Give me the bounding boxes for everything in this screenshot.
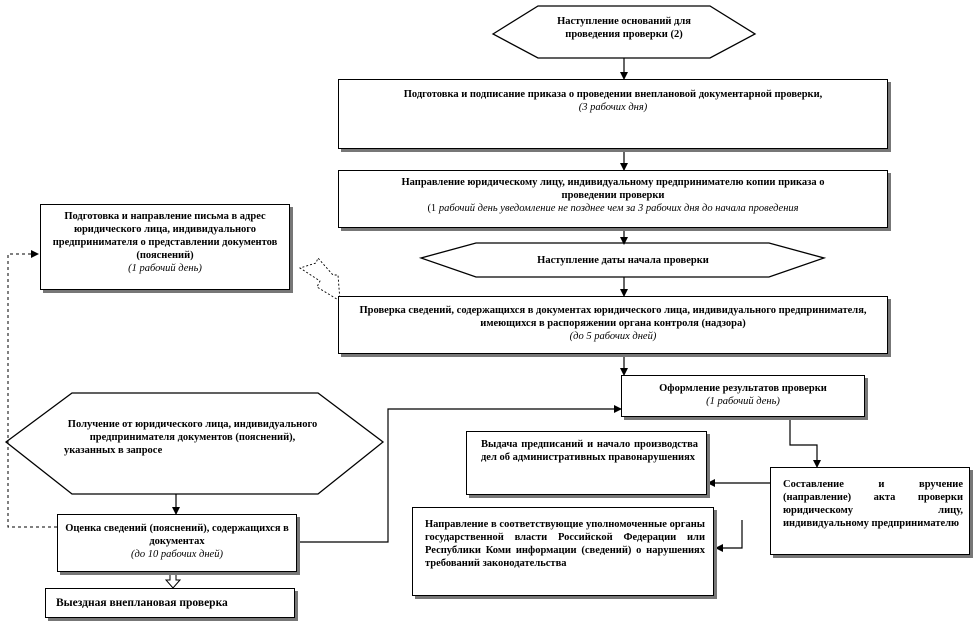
receive-node: Получение от юридического лица, индивиду… bbox=[64, 419, 318, 456]
arrow-results-act bbox=[789, 417, 821, 468]
check-node: Проверка сведений, содержащихся в докуме… bbox=[338, 296, 888, 354]
order-node: Подготовка и подписание приказа о провед… bbox=[338, 79, 888, 149]
letter-node: Подготовка и направление письма в адрес … bbox=[40, 204, 290, 290]
notify-node: Направление юридическому лицу, индивидуа… bbox=[338, 170, 888, 228]
hollow-arrow-evaluate-onsite bbox=[164, 571, 182, 589]
startdate-hexagon bbox=[418, 242, 827, 278]
arrow-evaluate-results bbox=[297, 405, 622, 543]
act-node: Составление и вручение (направление) акт… bbox=[770, 467, 970, 555]
orders-node: Выдача предписаний и начало производства… bbox=[466, 431, 707, 495]
start-hexagon bbox=[491, 5, 757, 59]
hollow-arrow-check-letter bbox=[298, 257, 341, 302]
receive-hexagon bbox=[4, 392, 385, 495]
arrow-act-forward bbox=[715, 520, 743, 552]
forward-node: Направление в соответствующие уполномоче… bbox=[412, 507, 714, 596]
onsite-node: Выездная внеплановая проверка bbox=[45, 588, 295, 618]
results-node: Оформление результатов проверки (1 рабоч… bbox=[621, 375, 865, 417]
start-node: Наступление оснований для проведения про… bbox=[557, 16, 691, 40]
dashed-evaluate-letter bbox=[7, 250, 57, 528]
evaluate-node: Оценка сведений (пояснений), содержащихс… bbox=[57, 514, 297, 572]
startdate-node: Наступление даты начала проверки bbox=[537, 255, 709, 266]
